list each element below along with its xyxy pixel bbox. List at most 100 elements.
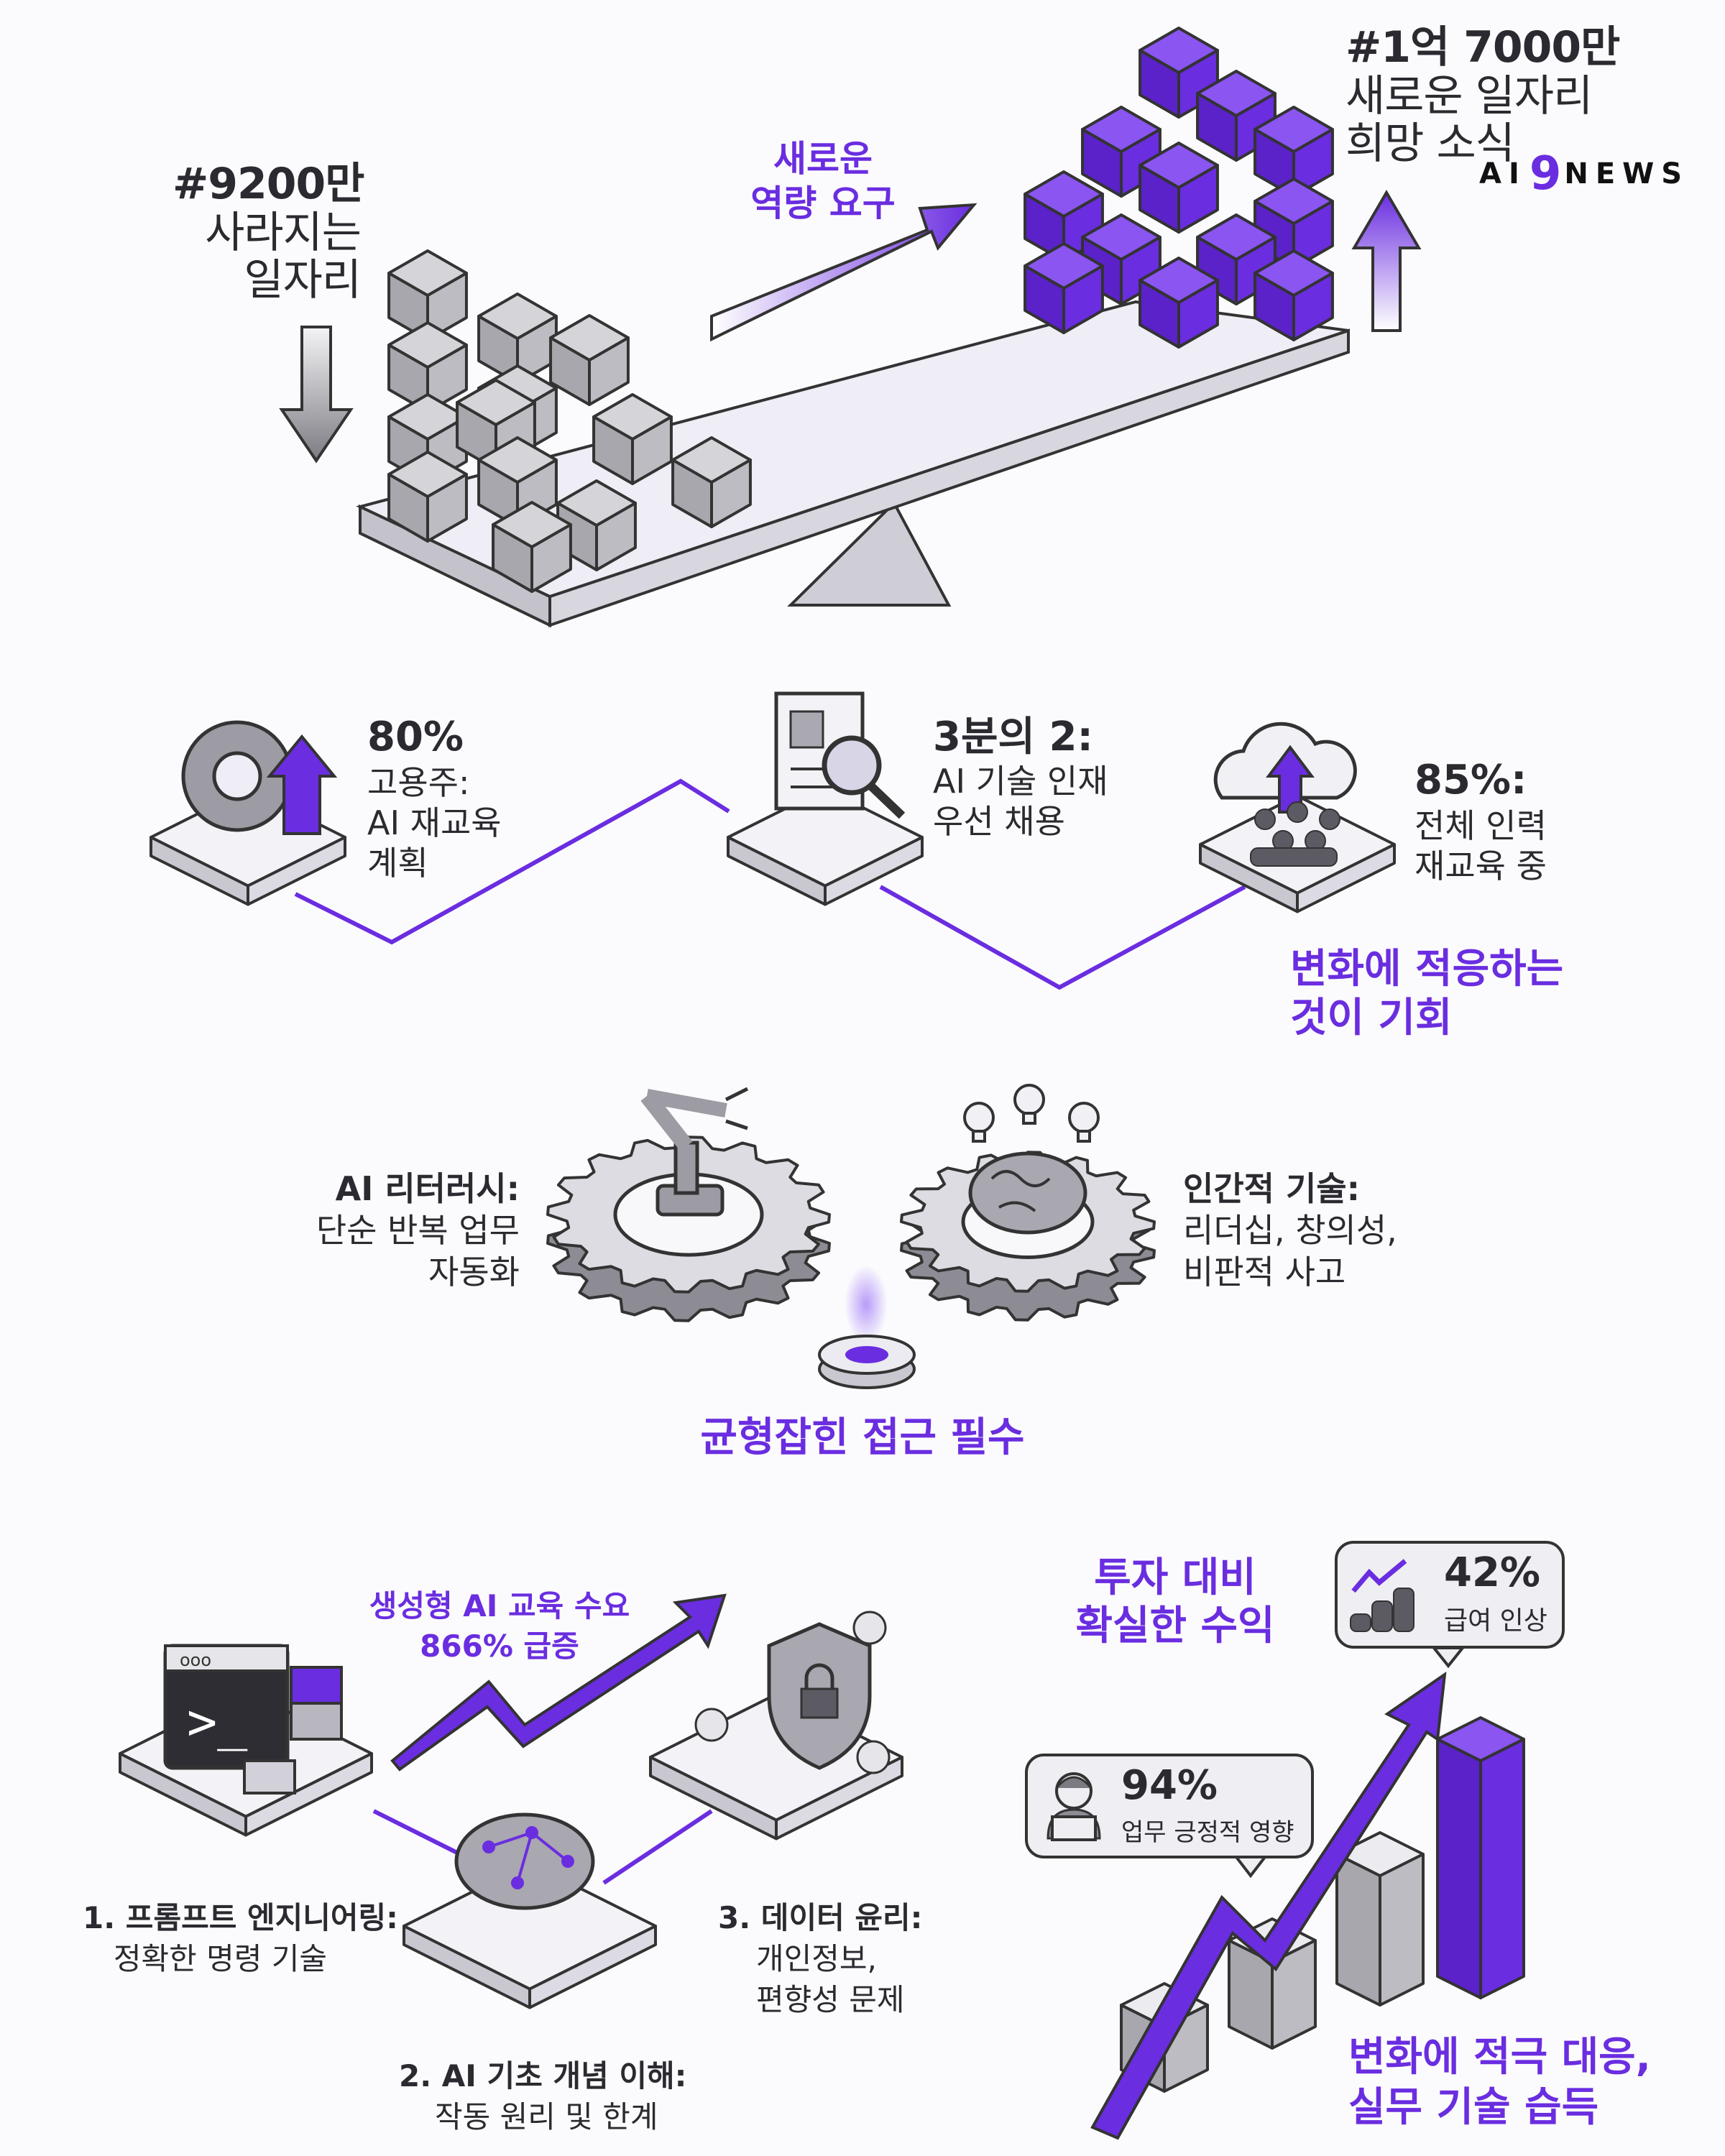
takeaway-line1: 변화에 적응하는 [1290,946,1564,992]
employers-stat-value: 80% [367,714,464,760]
right-arrow-icon [710,203,978,342]
lost-jobs-label-1: 사라지는 [205,208,362,258]
robot-arm-icon [640,1087,749,1217]
cube [477,436,558,528]
cube [556,479,637,571]
connector-line [372,1809,461,1856]
positive-value: 94% [1121,1762,1218,1809]
shield-lock-icon [694,1611,891,1774]
logo-news: NEWS [1564,157,1690,190]
lightbulb-icons [963,1084,1100,1143]
terminal-icon: ooo >_ [163,1644,343,1795]
workforce-line1: 전체 인력 [1414,806,1547,845]
demand-surge-arrow-icon [390,1593,727,1772]
human-skills-line1: 리더십, 창의성, [1183,1211,1397,1250]
hiring-stat-value: 3분의 2: [933,714,1093,760]
human-skills-line2: 비판적 사고 [1183,1253,1346,1291]
terminal-prompt: >_ [187,1692,248,1751]
ai-literacy-line1: 단순 반복 업무 [316,1211,520,1250]
skill-3-title: 3. 데이터 윤리: [718,1900,923,1935]
cube [671,436,752,528]
roi-bar [1335,1853,1381,2007]
roi-bar [1479,1738,1525,1999]
up-arrow-icon [1351,190,1422,332]
disappearing-jobs-cubes [387,249,752,593]
workforce-stat-value: 85%: [1414,757,1527,803]
balance-caption: 균형잡힌 접근 필수 [700,1414,1025,1461]
skill-2-title: 2. AI 기초 개념 이해: [399,2058,687,2093]
skill-2-desc: 작동 원리 및 한계 [435,2099,658,2134]
employers-line1: 고용주: [367,763,470,802]
new-skill-line2: 역량 요구 [750,183,896,224]
new-skill-line1: 새로운 [773,138,873,180]
brain-icon [968,1151,1087,1235]
ai-basics-platform [402,1861,657,2009]
cube [387,249,468,341]
logo-ai: AI [1479,157,1527,190]
skill-3-desc2: 편향성 문제 [756,1982,905,2017]
cube [1138,257,1219,349]
cube [1196,70,1276,162]
closing-line2: 실무 기술 습득 [1348,2084,1599,2131]
ai-literacy-line2: 자동화 [428,1253,520,1291]
bubble-tail [1233,1856,1269,1879]
new-jobs-value: #1억 7000만 [1346,22,1620,73]
employers-line3: 계획 [367,844,428,883]
skill-3-desc1: 개인정보, [756,1941,877,1976]
positive-label: 업무 긍정적 영향 [1121,1818,1294,1847]
hiring-line2: 우선 채용 [933,802,1065,841]
person-laptop-icon [1046,1772,1101,1841]
demand-line2: 866% 급증 [420,1628,579,1664]
workforce-platform [1199,794,1396,913]
cube [592,393,673,485]
employers-line2: AI 재교육 [367,803,502,842]
salary-label: 급여 인상 [1444,1606,1547,1636]
terminal-dots: ooo [180,1650,211,1670]
cube [1254,178,1334,270]
ai-literacy-title: AI 리터러시: [335,1169,520,1208]
cube [1138,142,1219,234]
lost-jobs-label-2: 일자리 [244,255,362,305]
new-jobs-label-2: 희망 소식 [1346,119,1515,169]
cube [1081,106,1162,198]
cube [1024,242,1104,334]
cloud-people-icon [1213,722,1357,867]
down-arrow-icon [279,326,354,464]
positive-impact-bubble: 94% 업무 긍정적 영향 [1025,1754,1314,1858]
lost-jobs-value: #9200만 [172,159,364,209]
network-brain-icon [454,1812,595,1910]
workforce-line2: 재교육 중 [1414,847,1547,885]
balance-core-disc [818,1265,916,1389]
connector-line [602,1809,713,1885]
coins-chart-icon [1350,1559,1414,1632]
roi-title-line2: 확실한 수익 [1075,1603,1275,1649]
cube [549,314,630,406]
salary-bubble: 42% 급여 인상 [1335,1541,1565,1649]
new-jobs-label-1: 새로운 일자리 [1346,71,1593,121]
seesaw-fulcrum [787,500,952,607]
resume-magnifier-icon [774,691,906,819]
cube [387,451,468,543]
stats-connector-line [294,778,730,945]
stats-connector-line [879,885,1246,990]
skill-1-desc: 정확한 명령 기술 [113,1941,327,1976]
closing-line1: 변화에 적극 대응, [1348,2034,1651,2081]
hiring-platform [727,787,924,906]
ai9news-logo: AI 9 NEWS [1479,147,1689,201]
roi-bar [1379,1853,1425,2007]
demand-line1: 생성형 AI 교육 수요 [369,1588,630,1623]
roi-bar [1436,1716,1525,1762]
roi-title-line1: 투자 대비 [1094,1554,1256,1601]
roi-growth-arrow-icon [1090,1671,1447,2140]
roi-bar [1436,1738,1482,1999]
new-jobs-cubes [1024,27,1334,349]
takeaway-line2: 것이 기회 [1290,995,1453,1041]
skill-1-title: 1. 프롬프트 엔지니어링: [83,1900,398,1935]
logo-nine: 9 [1529,147,1562,201]
hiring-line1: AI 기술 인재 [933,762,1108,801]
cube [1138,27,1219,119]
salary-value: 42% [1444,1549,1541,1596]
bubble-tail [1430,1646,1466,1669]
cube [492,501,572,593]
